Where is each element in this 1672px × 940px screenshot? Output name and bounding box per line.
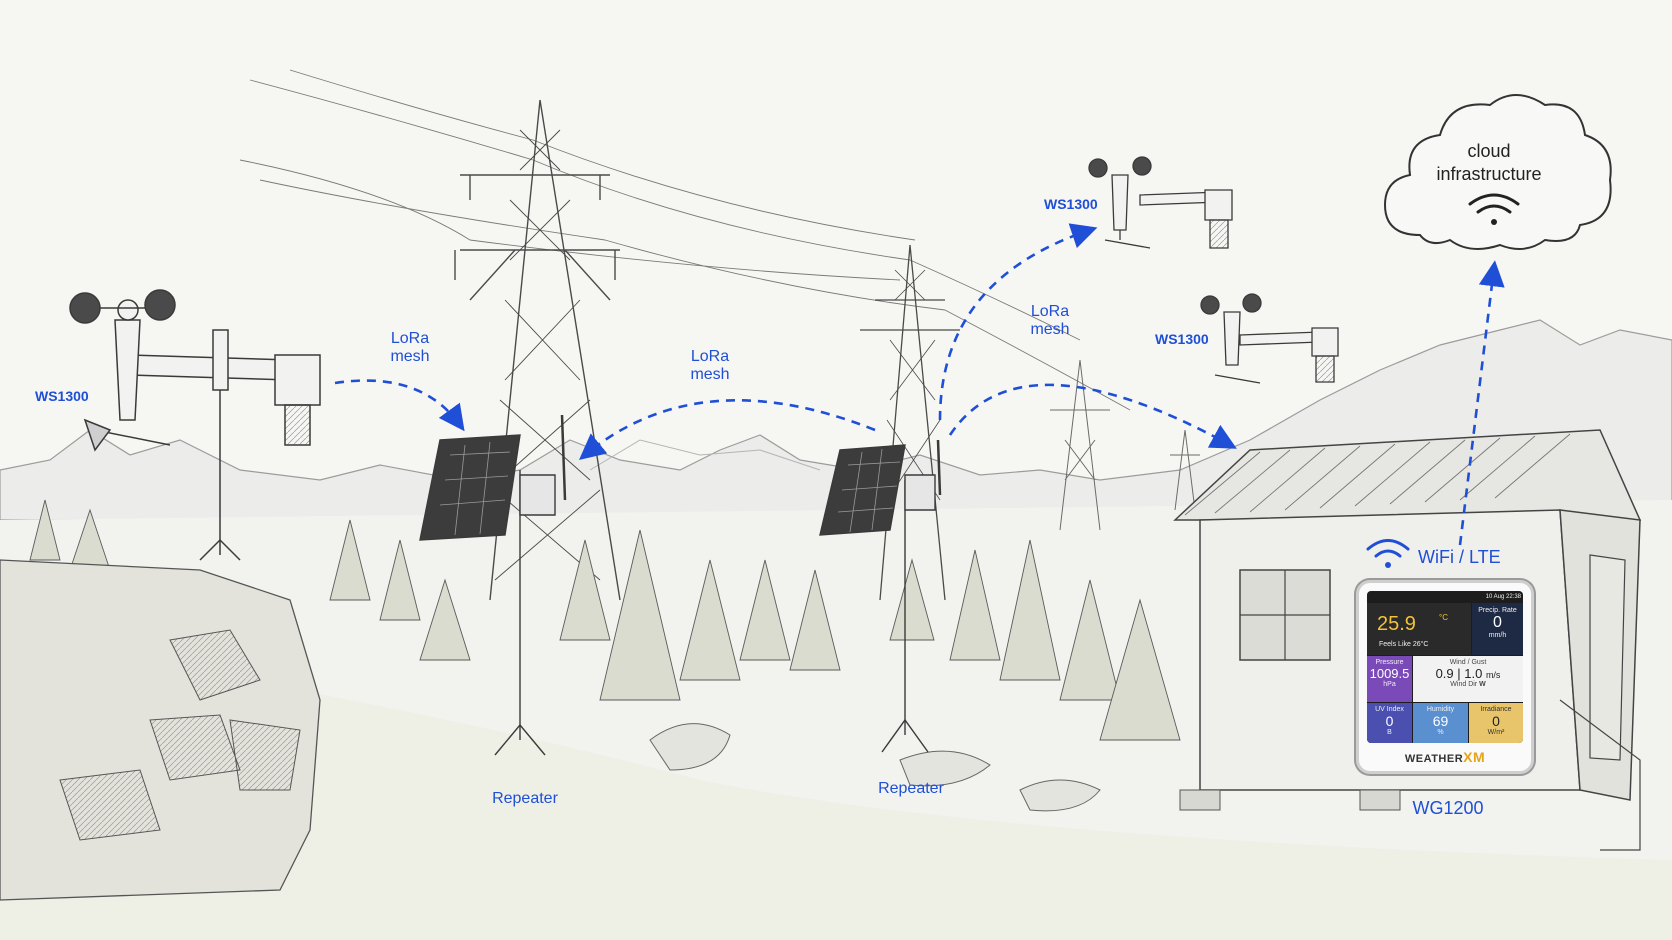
weather-station-top-right <box>1088 156 1233 249</box>
temperature-value: 25.9 <box>1377 613 1416 635</box>
pylon-small <box>1050 359 1200 531</box>
tile-wind: Wind / Gust 0.9 | 1.0 m/s Wind Dir W <box>1413 656 1523 702</box>
label-lora-3: LoRa mesh <box>1030 303 1070 339</box>
label-repeater-1: Repeater <box>492 790 558 807</box>
tile-pressure: Pressure 1009.5 hPa <box>1367 656 1412 702</box>
tile-irradiance: Irradiance 0 W/m² <box>1469 703 1523 743</box>
repeater-2 <box>819 439 942 753</box>
tile-humidity: Humidity 69 % <box>1413 703 1468 743</box>
rocks <box>649 723 1101 812</box>
label-ws-top-right: WS1300 <box>1044 196 1098 212</box>
label-ws-mid-right: WS1300 <box>1155 331 1209 347</box>
tile-temperature: 25.9 °C Feels Like 26°C <box>1367 603 1471 655</box>
brand-suffix: XM <box>1463 749 1486 765</box>
arrow-gateway-to-cloud <box>1458 260 1505 546</box>
label-ws-left: WS1300 <box>35 388 89 404</box>
datetime: 10 Aug 22:38 <box>1485 594 1521 600</box>
pressure-unit: hPa <box>1383 681 1396 688</box>
humidity-unit: % <box>1437 729 1444 736</box>
label-lora-1: LoRa mesh <box>390 330 430 366</box>
tile-precip: Precip. Rate 0 mm/h <box>1472 603 1523 655</box>
repeater-1 <box>419 414 567 756</box>
wifi-icon <box>1366 539 1410 568</box>
temperature-unit: °C <box>1439 613 1448 622</box>
irradiance-unit: W/m² <box>1487 729 1505 736</box>
brand-prefix: WEATHER <box>1404 753 1464 765</box>
uv-label: UV Index <box>1375 706 1404 713</box>
humidity-label: Humidity <box>1426 706 1455 713</box>
wind-value: 0.9 | 1.0 <box>1435 666 1483 681</box>
uv-value: 0 <box>1385 713 1394 729</box>
arrow-ws-to-repeater1 <box>334 379 465 432</box>
precip-unit: mm/h <box>1488 632 1507 639</box>
irradiance-label: Irradiance <box>1480 706 1512 713</box>
label-cloud: cloud infrastructure <box>1436 141 1542 184</box>
arrow-repeater2-to-ws-top <box>938 223 1098 421</box>
rocky-cliff <box>0 559 321 901</box>
weather-station-mid-right <box>1200 293 1339 384</box>
pressure-label: Pressure <box>1375 659 1404 666</box>
label-gateway: WG1200 <box>1412 798 1484 818</box>
wind-dir-label: Wind Dir <box>1450 681 1478 688</box>
arrow-repeater2-to-gateway <box>948 383 1237 449</box>
brand-logo: WEATHERXM <box>1359 749 1531 765</box>
forest <box>29 499 1181 741</box>
wind-dir-value: W <box>1479 681 1486 688</box>
pressure-value: 1009.5 <box>1369 666 1410 681</box>
label-wifi-lte: WiFi / LTE <box>1418 547 1501 567</box>
pylon-2 <box>860 244 960 601</box>
wind-label: Wind / Gust <box>1449 659 1487 666</box>
precip-value: 0 <box>1493 614 1502 631</box>
tile-uv: UV Index 0 B <box>1367 703 1412 743</box>
uv-unit: B <box>1387 729 1392 736</box>
pylon-1 <box>454 99 621 601</box>
cloud-wifi-icon <box>1468 193 1520 225</box>
weather-station-left <box>69 289 321 561</box>
lora-arrows <box>334 223 1505 546</box>
feels-like: Feels Like 26°C <box>1379 641 1429 648</box>
label-repeater-2: Repeater <box>878 780 944 797</box>
humidity-value: 69 <box>1432 713 1449 729</box>
precip-label: Precip. Rate <box>1478 607 1517 614</box>
label-lora-2: LoRa mesh <box>690 348 730 384</box>
wind-unit: m/s <box>1485 670 1501 680</box>
device-screen: 10 Aug 22:38 25.9 °C Feels Like 26°C Pre… <box>1367 591 1523 743</box>
irradiance-value: 0 <box>1492 713 1500 729</box>
arrow-repeater2-to-repeater1 <box>578 399 876 460</box>
cloud-shape <box>1383 94 1612 250</box>
gateway-device-wg1200: 10 Aug 22:38 25.9 °C Feels Like 26°C Pre… <box>1356 580 1534 774</box>
